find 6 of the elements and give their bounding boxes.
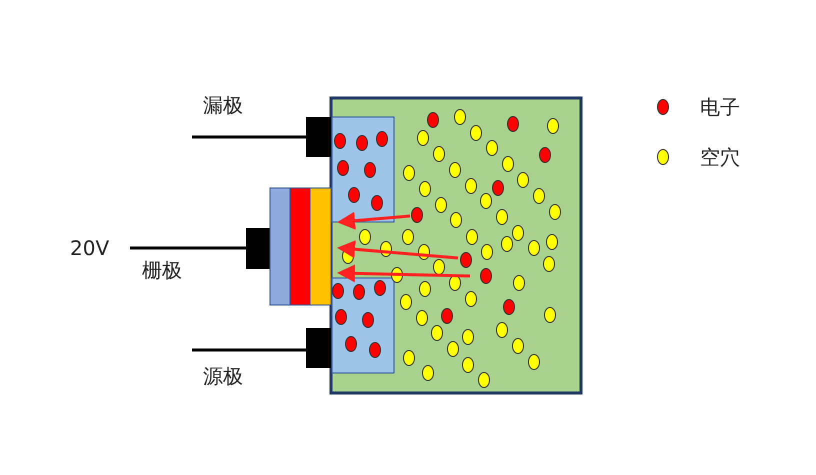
- label-text: 栅极: [142, 258, 182, 282]
- label-text: 漏极: [203, 93, 243, 117]
- label-text: 20V: [70, 236, 110, 260]
- legend-label: 空穴: [700, 145, 740, 169]
- label-text: 源极: [203, 364, 243, 388]
- legend-label: 电子: [700, 95, 740, 119]
